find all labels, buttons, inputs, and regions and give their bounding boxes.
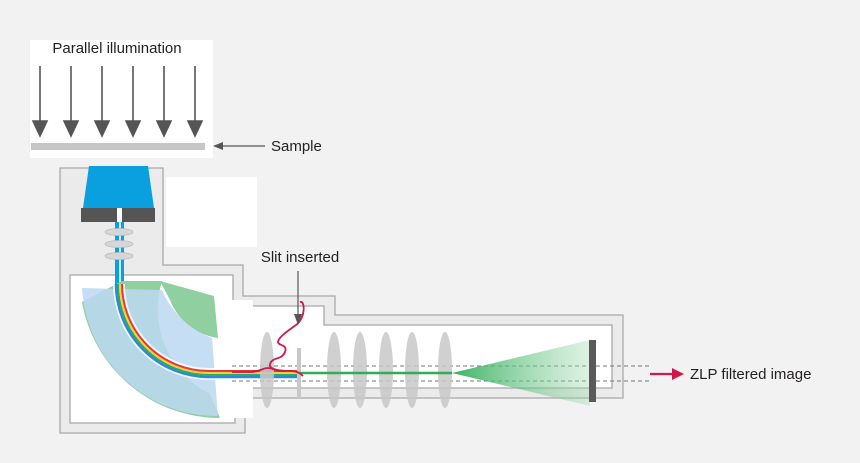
down-arrow-icon xyxy=(93,66,111,138)
lens-aperture xyxy=(117,208,122,222)
beam-blue xyxy=(114,283,300,379)
lens xyxy=(438,332,452,408)
illumination-label: Parallel illumination xyxy=(52,40,181,57)
down-arrow-icon xyxy=(31,66,49,138)
down-arrow-icon xyxy=(155,66,173,138)
sample-label: Sample xyxy=(271,138,322,155)
beam-green xyxy=(117,283,300,376)
illumination-panel xyxy=(30,40,213,158)
beam-red xyxy=(121,283,300,372)
down-arrow-icon xyxy=(62,66,80,138)
illumination-arrows xyxy=(31,66,204,138)
energy-spectrum-trace xyxy=(269,301,305,377)
lens-array xyxy=(260,332,452,408)
down-arrow-icon xyxy=(294,271,302,325)
lens xyxy=(260,332,274,408)
right-arrow-icon xyxy=(650,368,684,380)
energy-spectrum-tail xyxy=(232,367,286,373)
output-label: ZLP filtered image xyxy=(690,366,811,383)
lens xyxy=(405,332,419,408)
mask-panel-slit xyxy=(231,300,253,418)
projection-cone xyxy=(452,340,590,406)
slit-label: Slit inserted xyxy=(261,249,339,266)
down-arrow-icon xyxy=(186,66,204,138)
left-arrow-icon xyxy=(213,142,265,150)
lens xyxy=(327,332,341,408)
objective-lens xyxy=(83,166,154,208)
sample-bar xyxy=(31,143,205,150)
mask-panel-top xyxy=(166,177,257,247)
detector-screen xyxy=(589,340,596,402)
down-arrow-icon xyxy=(124,66,142,138)
lens xyxy=(379,332,393,408)
lens xyxy=(353,332,367,408)
magnetic-prism-inner xyxy=(160,281,218,338)
coupling-rings xyxy=(104,228,134,260)
beam-yellow xyxy=(119,283,300,374)
